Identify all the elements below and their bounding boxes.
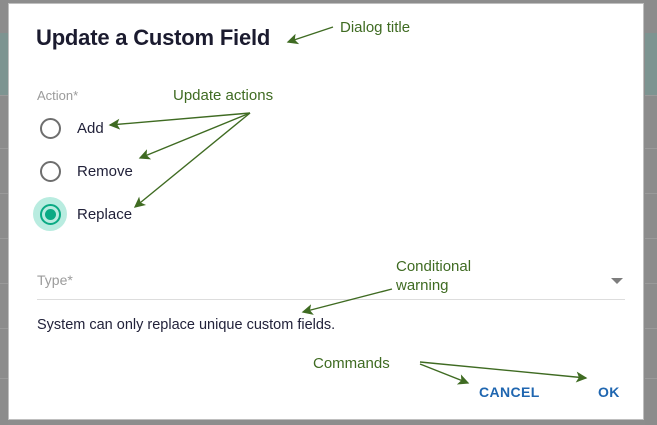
type-select[interactable]: Type*	[37, 266, 625, 300]
radio-option-replace[interactable]: Replace	[33, 197, 132, 231]
backdrop-divider	[645, 238, 657, 239]
radio-circle-icon	[39, 160, 61, 182]
backdrop-divider	[645, 328, 657, 329]
backdrop-divider	[645, 95, 657, 96]
radio-circle-icon	[39, 117, 61, 139]
cancel-button[interactable]: CANCEL	[479, 384, 540, 400]
radio-add-control[interactable]	[33, 111, 67, 145]
backdrop-divider	[0, 95, 8, 96]
conditional-warning-message: System can only replace unique custom fi…	[37, 317, 336, 333]
backdrop-right-strip	[645, 0, 657, 425]
radio-remove-control[interactable]	[33, 154, 67, 188]
radio-option-label: Replace	[77, 205, 133, 223]
type-select-placeholder: Type*	[37, 272, 73, 288]
backdrop-divider	[0, 283, 8, 284]
backdrop-divider	[0, 238, 8, 239]
backdrop-teal-segment	[645, 33, 657, 95]
radio-option-remove[interactable]: Remove	[33, 154, 133, 188]
radio-dot	[44, 208, 56, 220]
backdrop-divider	[645, 378, 657, 379]
backdrop-divider	[0, 328, 8, 329]
backdrop-left-strip	[0, 0, 8, 425]
ok-button[interactable]: OK	[598, 384, 620, 400]
page-title: Update a Custom Field	[36, 25, 271, 50]
backdrop-divider	[645, 193, 657, 194]
radio-circle-checked-icon	[39, 203, 61, 225]
backdrop-divider	[0, 148, 8, 149]
backdrop-teal-segment	[0, 33, 8, 95]
radio-option-add[interactable]: Add	[33, 111, 104, 145]
radio-option-label: Remove	[77, 162, 133, 180]
backdrop-divider	[645, 283, 657, 284]
update-custom-field-dialog: Update a Custom Field Action* Add Remove…	[8, 3, 644, 420]
action-group-label: Action*	[37, 88, 79, 103]
backdrop-divider	[0, 378, 8, 379]
radio-option-label: Add	[77, 119, 104, 137]
chevron-down-icon[interactable]	[611, 278, 623, 284]
backdrop-divider	[645, 148, 657, 149]
radio-replace-control[interactable]	[33, 197, 67, 231]
backdrop-divider	[0, 193, 8, 194]
